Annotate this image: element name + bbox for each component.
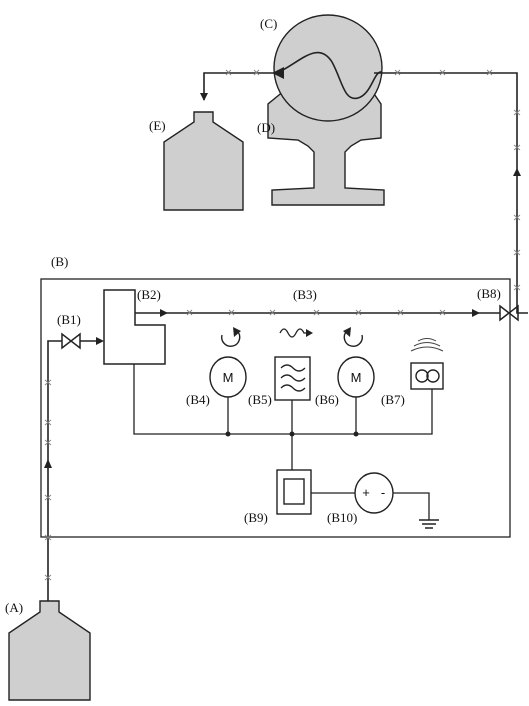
stirrer-wave xyxy=(278,51,383,100)
flow-arrow-icon xyxy=(160,309,168,317)
vessel-c xyxy=(272,14,383,122)
wire-to-ground xyxy=(393,492,430,520)
rotation-arrow-icon xyxy=(221,327,241,347)
controller-b9-icon xyxy=(276,469,312,515)
motor-b6-icon: M xyxy=(337,356,375,398)
flow-arrow-icon xyxy=(472,309,480,317)
sound-waves-icon xyxy=(410,338,444,352)
valve-b1-icon[interactable] xyxy=(61,332,81,350)
wave-filter-b5-icon xyxy=(274,356,311,401)
pipe-b8-to-c xyxy=(374,72,528,314)
label-b10: (B10) xyxy=(327,510,357,525)
label-d: (D) xyxy=(257,120,275,135)
label-b3: (B3) xyxy=(293,287,317,302)
label-b: (B) xyxy=(51,254,68,269)
label-b6: (B6) xyxy=(315,392,339,407)
motor-b4-symbol: M xyxy=(223,370,234,385)
speaker-b7-icon xyxy=(410,362,444,390)
wave-emission-icon xyxy=(279,328,313,338)
signal-bus xyxy=(133,364,433,435)
flow-arrow-icon xyxy=(200,93,208,101)
enclosure-b xyxy=(40,278,511,538)
label-b2: (B2) xyxy=(137,287,161,302)
block-b2 xyxy=(103,289,166,365)
rotation-arrow-icon xyxy=(343,327,363,347)
flow-arrow-icon xyxy=(513,168,521,176)
valve-b8-icon[interactable] xyxy=(499,304,519,322)
pipe-c-to-e xyxy=(203,72,274,100)
label-a: (A) xyxy=(5,600,23,615)
battery-plus: + xyxy=(362,485,370,500)
label-c: (C) xyxy=(260,16,277,31)
flow-arrow-icon xyxy=(96,337,104,345)
flow-arrow-icon xyxy=(44,459,52,468)
pipe-a-to-b1 xyxy=(47,340,62,601)
inlet-arrow-icon xyxy=(272,67,284,79)
battery-minus: - xyxy=(381,485,385,500)
stand-d xyxy=(267,85,385,206)
motor-b6-symbol: M xyxy=(351,370,362,385)
label-b5: (B5) xyxy=(248,392,272,407)
label-e: (E) xyxy=(149,118,166,133)
label-b7: (B7) xyxy=(381,392,405,407)
label-b9: (B9) xyxy=(244,510,268,525)
motor-b4-icon: M xyxy=(209,356,247,398)
pipe-markers xyxy=(44,69,521,581)
ground-icon xyxy=(419,519,439,529)
source-b10-icon: + - xyxy=(354,472,394,514)
container-a xyxy=(8,600,91,701)
label-b4: (B4) xyxy=(186,392,210,407)
label-b1: (B1) xyxy=(57,312,81,327)
container-e xyxy=(163,111,244,211)
label-b8: (B8) xyxy=(477,286,501,301)
